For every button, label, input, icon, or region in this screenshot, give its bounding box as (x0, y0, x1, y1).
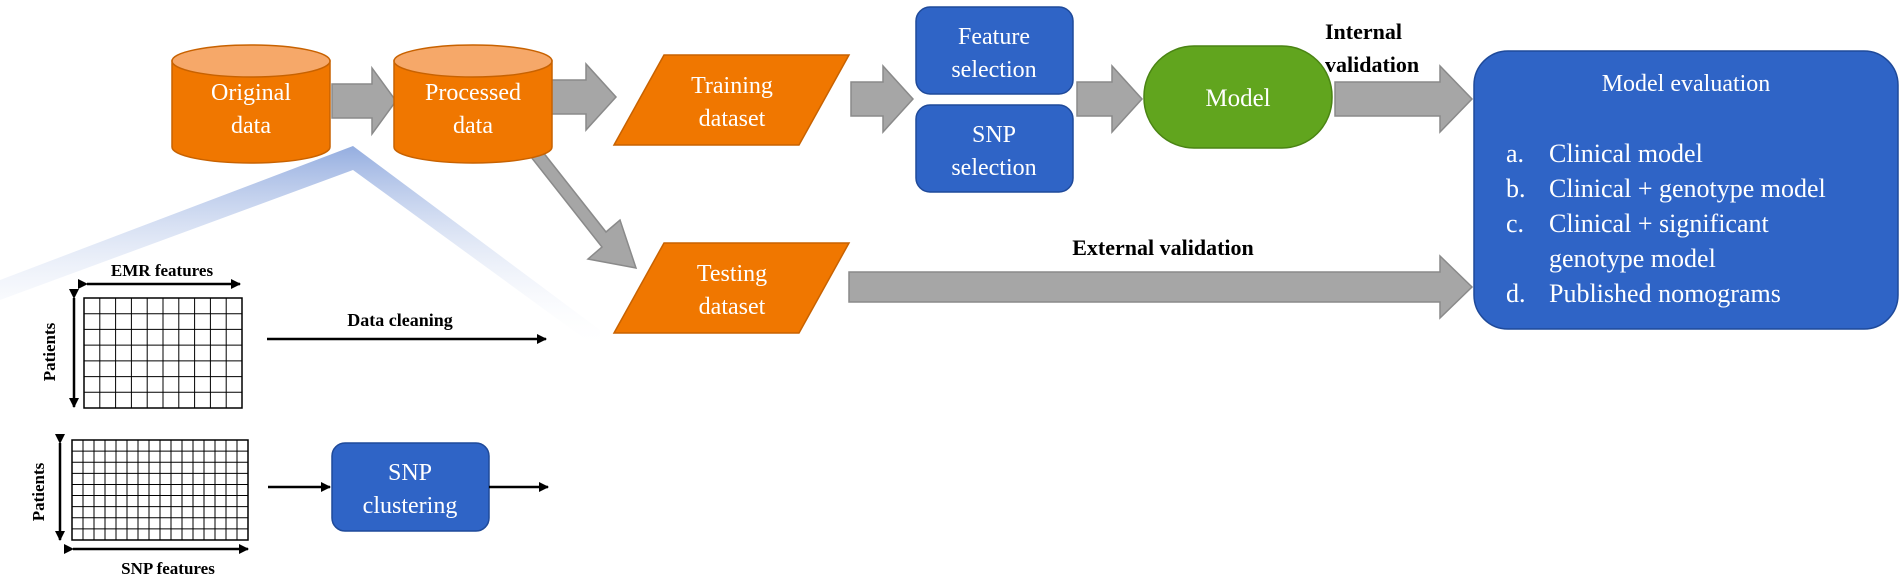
emr-matrix: EMR features Patients (40, 261, 243, 409)
arrow-training-to-selection (850, 64, 915, 134)
model-label: Model (1205, 85, 1270, 112)
feature-selection-label-2: selection (951, 57, 1036, 83)
original-data-label-2: data (231, 113, 271, 139)
model-node: Model (1143, 45, 1333, 149)
snp-selection-box: SNP selection (915, 104, 1074, 193)
snp-selection-label-1: SNP (972, 122, 1016, 148)
testing-dataset-node: Testing dataset (612, 242, 851, 334)
training-dataset-label-1: Training (691, 73, 773, 99)
evaluation-item-b-marker: b. (1506, 174, 1526, 203)
testing-dataset-label-2: dataset (699, 294, 766, 320)
arrow-original-to-processed (331, 65, 397, 137)
evaluation-item-d-marker: d. (1506, 279, 1526, 308)
internal-validation-label-1: Internal (1325, 19, 1402, 44)
model-evaluation-title: Model evaluation (1602, 71, 1771, 97)
snp-matrix: Patients SNP features (29, 434, 249, 578)
evaluation-item-a-text: Clinical model (1549, 139, 1703, 168)
processed-data-label-1: Processed (425, 80, 521, 106)
emr-grid (83, 297, 243, 409)
training-dataset-node: Training dataset (612, 54, 851, 146)
evaluation-item-a-marker: a. (1506, 139, 1524, 168)
snp-patients-label: Patients (29, 462, 48, 521)
processed-data-label-2: data (453, 113, 493, 139)
evaluation-item-c-marker: c. (1506, 209, 1524, 238)
arrow-internal-validation (1334, 64, 1474, 134)
snp-selection-label-2: selection (951, 155, 1036, 181)
original-data-cylinder: Original data (171, 44, 331, 164)
training-dataset-label-2: dataset (699, 106, 766, 132)
testing-dataset-label-1: Testing (697, 261, 767, 287)
snp-clustering-label-2: clustering (363, 493, 458, 519)
snp-features-label: SNP features (121, 559, 215, 578)
evaluation-item-b-text: Clinical + genotype model (1549, 174, 1826, 203)
feature-selection-label-1: Feature (958, 24, 1030, 50)
evaluation-item-d-text: Published nomograms (1549, 279, 1781, 308)
evaluation-item-c-text-1: Clinical + significant (1549, 209, 1770, 238)
snp-clustering-box: SNP clustering (331, 442, 490, 532)
arrow-processed-to-testing (530, 140, 638, 269)
evaluation-item-c-text-2: genotype model (1549, 244, 1716, 273)
emr-features-label: EMR features (111, 261, 214, 280)
arrow-external-validation (848, 254, 1474, 320)
original-data-label-1: Original (211, 80, 291, 106)
snp-clustering-label-1: SNP (388, 460, 432, 486)
internal-validation-label-2: validation (1325, 52, 1419, 77)
processed-data-cylinder: Processed data (393, 44, 553, 164)
arrow-processed-to-training (550, 62, 618, 132)
snp-grid (71, 439, 249, 541)
arrow-selection-to-model (1076, 64, 1144, 134)
zoom-wedge (0, 146, 600, 350)
feature-selection-box: Feature selection (915, 6, 1074, 95)
emr-patients-label: Patients (40, 322, 59, 381)
data-cleaning-label: Data cleaning (347, 310, 453, 330)
external-validation-label: External validation (1072, 235, 1254, 260)
model-evaluation-box: Model evaluation a. Clinical model b. Cl… (1473, 50, 1899, 330)
